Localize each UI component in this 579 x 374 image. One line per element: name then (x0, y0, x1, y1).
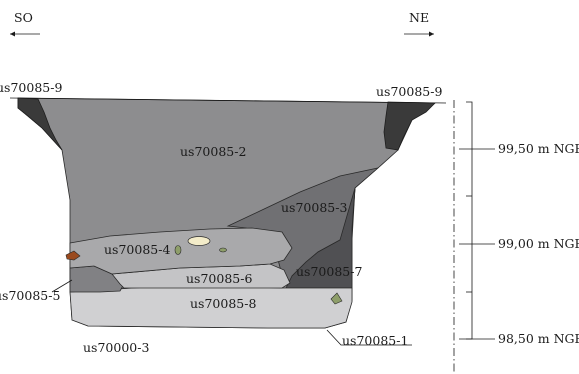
vertical-scale: 99,50 m NGF 99,00 m NGF 98,50 m NGF (453, 100, 579, 374)
arrow-right-head (429, 31, 434, 37)
green-inclusion-small (174, 245, 182, 255)
pit-layers (9, 97, 447, 329)
layer-us70085-9-right (383, 101, 436, 151)
label-us70085-7: us70085-7 (296, 264, 362, 279)
label-us70085-1: us70085-1 (342, 333, 408, 348)
layer-labels: us70085-9 us70085-9 us70085-2 us70085-3 … (0, 80, 442, 355)
elevation-label-9900: 99,00 m NGF (498, 236, 579, 251)
orientation-left-label: SO (14, 10, 33, 25)
orange-inclusion (65, 250, 81, 261)
elevation-label-9850: 98,50 m NGF (498, 331, 579, 346)
pale-inclusion (187, 236, 211, 246)
label-us70085-2: us70085-2 (180, 144, 246, 159)
leader-us70085-1 (326, 329, 412, 346)
layer-us70085-7 (285, 187, 356, 289)
label-us70085-4: us70085-4 (104, 242, 170, 257)
label-us70085-3: us70085-3 (281, 200, 347, 215)
label-us70085-5: us70085-5 (0, 288, 60, 303)
leader-lines (51, 279, 412, 346)
elevation-label-9950: 99,50 m NGF (498, 141, 579, 156)
arrow-left-head (10, 31, 15, 37)
scale-bracket (466, 101, 473, 340)
label-us70085-9-left: us70085-9 (0, 80, 62, 95)
label-us70085-8: us70085-8 (190, 296, 256, 311)
layer-us70085-9-left (17, 97, 63, 151)
ground-surface-line (9, 97, 447, 104)
leader-us70085-5 (51, 279, 73, 293)
label-us70085-6: us70085-6 (186, 271, 252, 286)
green-inclusion-lower (330, 292, 343, 305)
orientation-right-label: NE (409, 10, 429, 25)
orientation: SO NE (10, 10, 434, 37)
green-inclusion-tiny (219, 247, 227, 253)
label-us70085-9-right: us70085-9 (376, 84, 442, 99)
label-us70000-3: us70000-3 (83, 340, 149, 355)
